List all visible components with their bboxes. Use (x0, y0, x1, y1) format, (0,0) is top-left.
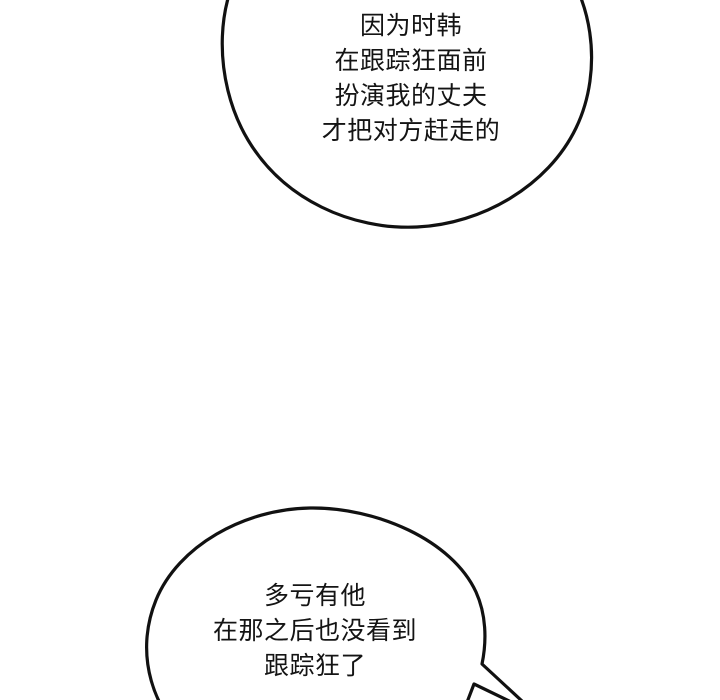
bubble-1-line-2: 在跟踪狂面前 (334, 46, 488, 75)
speech-bubble-1-text: 因为时韩 在跟踪狂面前 扮演我的丈夫 才把对方赶走的 (234, 8, 588, 148)
bubble-1-line-3: 扮演我的丈夫 (334, 81, 488, 110)
speech-bubble-2-outline (145, 506, 524, 700)
bubble-2-line-3: 跟踪狂了 (263, 651, 366, 680)
bubble-1-line-4: 才把对方赶走的 (321, 116, 501, 145)
speech-bubble-2-text: 多亏有他 在那之后也没看到 跟踪狂了 (146, 578, 484, 683)
bubble-2-line-2: 在那之后也没看到 (212, 616, 417, 645)
speech-bubble-1-outline (220, 0, 594, 229)
bubble-1-line-1: 因为时韩 (359, 11, 462, 40)
bubble-2-line-1: 多亏有他 (263, 581, 366, 610)
